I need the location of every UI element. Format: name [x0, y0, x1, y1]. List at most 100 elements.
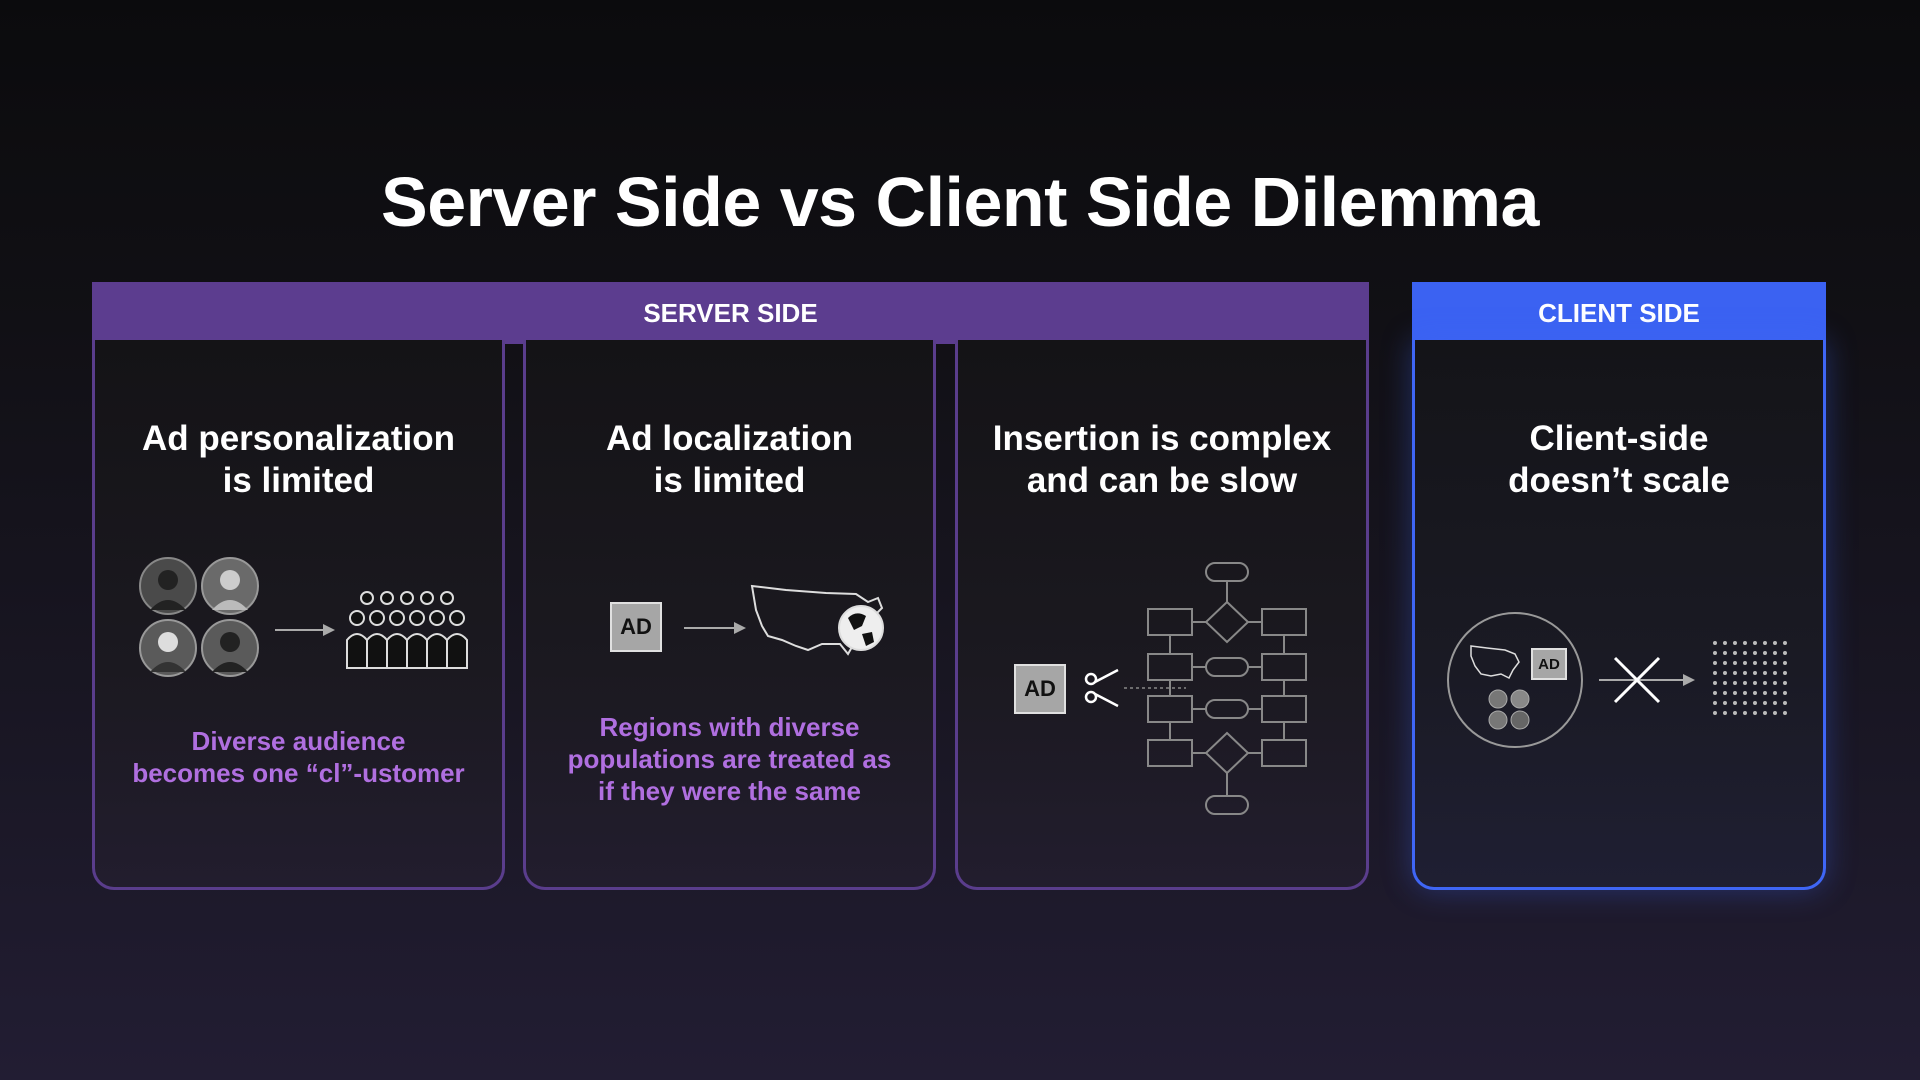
- grid-dot: [1713, 691, 1717, 695]
- card-note: Diverse audience becomes one “cl”-ustome…: [132, 726, 465, 788]
- grid-dot: [1753, 661, 1757, 665]
- grid-dot: [1743, 701, 1747, 705]
- grid-dot: [1773, 701, 1777, 705]
- person-avatar-icon: [1510, 710, 1530, 730]
- audience-circle: [1447, 612, 1583, 748]
- person-avatar-icon: [201, 619, 259, 677]
- slide-title: Server Side vs Client Side Dilemma: [381, 163, 1539, 241]
- insertion-illustration: [1084, 562, 1307, 815]
- flowchart-icon: [1147, 562, 1307, 815]
- grid-dot: [1743, 641, 1747, 645]
- grid-dot: [1713, 641, 1717, 645]
- card-title: Ad localization is limited: [606, 419, 853, 500]
- card-ad-personalization: Ad personalization is limited: [92, 340, 505, 890]
- ad-badge: AD: [1014, 664, 1066, 714]
- grid-dot: [1763, 671, 1767, 675]
- grid-dot: [1733, 661, 1737, 665]
- grid-dot: [1723, 711, 1727, 715]
- personalization-illustration: [139, 557, 468, 677]
- card-client-side: Client-side doesn’t scale AD: [1412, 340, 1826, 890]
- grid-dot: [1713, 711, 1717, 715]
- arrow-right-icon: [684, 622, 746, 634]
- card-title: Client-side doesn’t scale: [1508, 419, 1730, 500]
- grid-dot: [1753, 701, 1757, 705]
- ad-badge: AD: [1531, 648, 1567, 680]
- client-scale-illustration: [1447, 612, 1787, 748]
- grid-dot: [1733, 711, 1737, 715]
- grid-dot: [1763, 691, 1767, 695]
- person-avatar-icon: [201, 557, 259, 615]
- grid-dot: [1753, 641, 1757, 645]
- grid-dot: [1763, 711, 1767, 715]
- grid-dot: [1753, 691, 1757, 695]
- grid-dot: [1783, 691, 1787, 695]
- grid-dot: [1763, 681, 1767, 685]
- dot-grid-icon: [1713, 641, 1787, 715]
- server-side-header: SERVER SIDE: [92, 282, 1369, 344]
- grid-dot: [1753, 711, 1757, 715]
- crowd-icon: [346, 591, 468, 669]
- card-title: Ad personalization is limited: [141, 419, 456, 500]
- card-insertion: Insertion is complex and can be slow AD: [955, 340, 1369, 890]
- grid-dot: [1713, 651, 1717, 655]
- us-map-icon: [1470, 645, 1520, 680]
- grid-dot: [1713, 701, 1717, 705]
- grid-dot: [1783, 651, 1787, 655]
- grid-dot: [1753, 681, 1757, 685]
- card-ad-localization: Ad localization is limited AD Regions wi…: [523, 340, 936, 890]
- grid-dot: [1723, 641, 1727, 645]
- grid-dot: [1773, 691, 1777, 695]
- arrow-right-icon: [275, 624, 335, 636]
- grid-dot: [1723, 691, 1727, 695]
- localization-illustration: [684, 584, 884, 656]
- grid-dot: [1773, 641, 1777, 645]
- grid-dot: [1753, 671, 1757, 675]
- grid-dot: [1733, 671, 1737, 675]
- grid-dot: [1773, 661, 1777, 665]
- grid-dot: [1773, 671, 1777, 675]
- blocked-x-icon: [1613, 656, 1661, 704]
- card-title: Insertion is complex and can be slow: [992, 419, 1332, 500]
- grid-dot: [1763, 701, 1767, 705]
- person-avatar-icon: [1488, 710, 1508, 730]
- grid-dot: [1743, 691, 1747, 695]
- grid-dot: [1783, 641, 1787, 645]
- grid-dot: [1733, 691, 1737, 695]
- globe-icon: [838, 605, 884, 651]
- grid-dot: [1753, 651, 1757, 655]
- grid-dot: [1723, 651, 1727, 655]
- grid-dot: [1773, 651, 1777, 655]
- grid-dot: [1743, 661, 1747, 665]
- person-avatar-icon: [1510, 689, 1530, 709]
- grid-dot: [1743, 711, 1747, 715]
- grid-dot: [1783, 681, 1787, 685]
- grid-dot: [1713, 661, 1717, 665]
- grid-dot: [1783, 661, 1787, 665]
- grid-dot: [1733, 681, 1737, 685]
- grid-dot: [1723, 661, 1727, 665]
- grid-dot: [1723, 671, 1727, 675]
- grid-dot: [1733, 641, 1737, 645]
- grid-dot: [1713, 681, 1717, 685]
- card-note: Regions with diverse populations are tre…: [567, 712, 892, 806]
- person-avatar-icon: [1488, 689, 1508, 709]
- grid-dot: [1743, 671, 1747, 675]
- ad-badge: AD: [610, 602, 662, 652]
- scissors-icon: [1084, 668, 1186, 708]
- grid-dot: [1723, 681, 1727, 685]
- grid-dot: [1763, 641, 1767, 645]
- grid-dot: [1783, 711, 1787, 715]
- grid-dot: [1763, 651, 1767, 655]
- arrow-right-icon: [1599, 674, 1695, 686]
- person-avatar-icon: [139, 557, 197, 615]
- grid-dot: [1783, 671, 1787, 675]
- grid-dot: [1783, 701, 1787, 705]
- grid-dot: [1733, 701, 1737, 705]
- grid-dot: [1743, 681, 1747, 685]
- grid-dot: [1713, 671, 1717, 675]
- grid-dot: [1733, 651, 1737, 655]
- client-side-header: CLIENT SIDE: [1412, 282, 1826, 344]
- grid-dot: [1773, 681, 1777, 685]
- grid-dot: [1773, 711, 1777, 715]
- grid-dot: [1763, 661, 1767, 665]
